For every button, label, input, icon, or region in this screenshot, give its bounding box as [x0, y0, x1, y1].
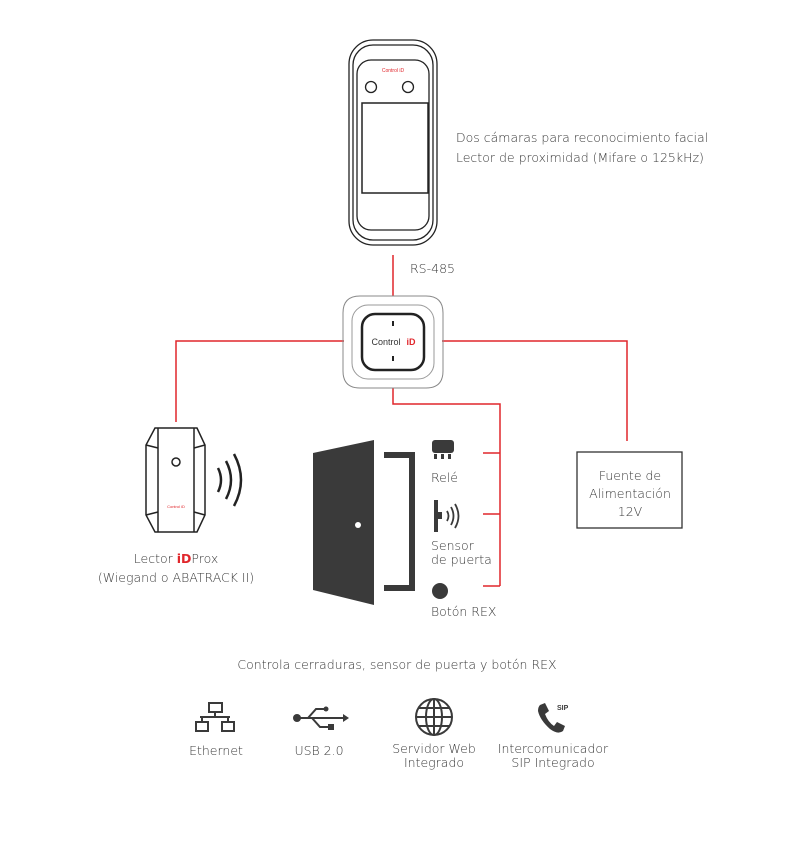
terminal-feature-1: Dos cámaras para reconocimiento facial	[456, 130, 709, 145]
reader-label-suffix: Prox	[191, 551, 219, 566]
wiring	[175, 255, 628, 587]
power-supply-box	[576, 451, 683, 529]
sip-phone-icon: SIP	[538, 703, 569, 733]
sip-badge: SIP	[557, 705, 569, 712]
reader-label-brand: iD	[176, 551, 192, 566]
rs485-label: RS-485	[410, 261, 455, 276]
caption: Controla cerraduras, sensor de puerta y …	[237, 657, 557, 672]
controller: Control iD	[342, 295, 444, 389]
controller-logo-text: Control	[371, 337, 400, 347]
controller-logo-accent: iD	[407, 337, 417, 347]
feature-web-label-2: Integrado	[403, 755, 465, 770]
feature-ethernet-label: Ethernet	[189, 743, 243, 758]
ethernet-icon	[195, 702, 235, 732]
camera-right	[401, 80, 415, 94]
rex-label: Botón REX	[431, 604, 497, 619]
usb-icon	[293, 706, 349, 730]
idprox-reader: Control iD	[145, 427, 206, 533]
reader-logo: Control iD	[167, 504, 185, 509]
globe-icon	[415, 698, 453, 736]
feature-web-label-1: Servidor Web	[392, 741, 476, 756]
sensor-label-1: Sensor	[431, 538, 474, 553]
feature-sip-label-2: SIP Integrado	[511, 755, 595, 770]
door-icon	[313, 440, 415, 605]
power-line-2: Alimentación	[589, 486, 671, 501]
relay-label: Relé	[431, 470, 458, 485]
rex-button-icon	[432, 583, 448, 599]
reader-label-prefix: Lector	[133, 551, 177, 566]
terminal-feature-2: Lector de proximidad (Mifare o 125kHz)	[456, 150, 704, 165]
door-bus-wire	[392, 388, 501, 586]
terminal-logo: Control iD	[382, 68, 405, 74]
feature-sip-label-1: Intercomunicador	[497, 741, 609, 756]
door-sensor-icon	[434, 500, 460, 532]
relay-icon	[432, 440, 454, 459]
facial-terminal: Control iD	[348, 39, 438, 246]
power-wire	[442, 340, 628, 441]
reader-wire	[175, 340, 344, 422]
camera-left	[364, 80, 378, 94]
power-line-1: Fuente de	[598, 468, 662, 483]
feature-usb-label: USB 2.0	[294, 743, 344, 758]
reader-sublabel: (Wiegand o ABATRACK II)	[97, 570, 255, 585]
power-line-3: 12V	[617, 504, 643, 519]
sensor-label-2: de puerta	[431, 552, 492, 567]
rfid-waves-icon	[216, 453, 243, 507]
reader-label: Lector iDProx	[134, 550, 218, 567]
